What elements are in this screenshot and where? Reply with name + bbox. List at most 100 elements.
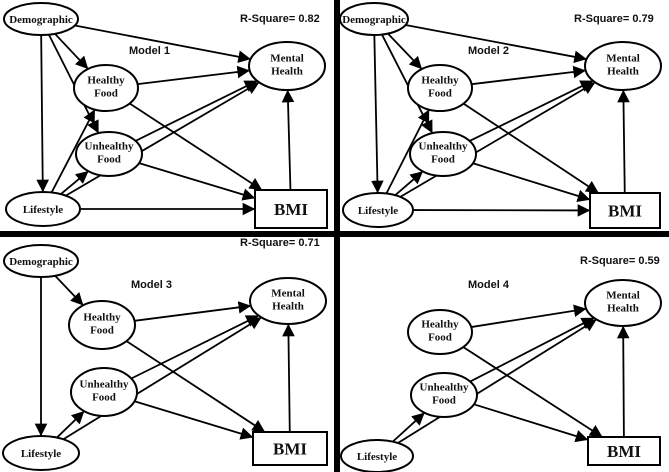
node-healthy-food-shape bbox=[73, 64, 139, 112]
model-title: Model 1 bbox=[129, 45, 170, 57]
arrow-healthy-food-to-bmi bbox=[463, 102, 599, 194]
node-mental-health-label: Mental bbox=[606, 53, 640, 65]
node-lifestyle-label: Lifestyle bbox=[23, 204, 63, 216]
arrow-demographic-to-lifestyle bbox=[371, 34, 384, 194]
node-bmi-label: BMI bbox=[274, 200, 308, 219]
node-unhealthy-food-shape bbox=[75, 131, 143, 177]
node-mental-health-shape bbox=[584, 41, 662, 91]
node-bmi: BMI bbox=[587, 436, 661, 466]
node-healthy-food-shape bbox=[68, 300, 136, 350]
arrow-healthy-food-to-bmi bbox=[462, 346, 603, 438]
arrow-healthy-food-to-mental-health bbox=[471, 65, 586, 86]
node-healthy-food-label: Food bbox=[90, 325, 114, 337]
node-demographic: Demographic bbox=[3, 2, 79, 36]
arrow-lifestyle-to-healthy-food bbox=[385, 109, 430, 194]
arrow-healthy-food-to-bmi bbox=[129, 102, 263, 191]
arrow-demographic-to-mental-health bbox=[405, 24, 587, 64]
node-healthy-food-label: Healthy bbox=[421, 75, 459, 87]
node-unhealthy-food-shape bbox=[410, 372, 478, 418]
arrow-lifestyle-to-unhealthy-food bbox=[392, 412, 425, 443]
arrow-demographic-to-mental-health bbox=[74, 24, 251, 63]
node-lifestyle: Lifestyle bbox=[5, 191, 81, 227]
arrow-unhealthy-food-to-bmi bbox=[473, 403, 589, 443]
node-bmi-box bbox=[254, 189, 328, 229]
node-mental-health-shape bbox=[249, 277, 327, 325]
arrow-unhealthy-food-to-mental-health bbox=[469, 80, 594, 142]
node-lifestyle-shape bbox=[2, 435, 80, 471]
node-healthy-food-label: Healthy bbox=[83, 312, 121, 324]
arrow-lifestyle-to-unhealthy-food bbox=[60, 171, 89, 195]
arrow-unhealthy-food-to-bmi bbox=[138, 162, 256, 201]
r-square-label: R-Square= 0.71 bbox=[240, 237, 320, 249]
edge-group bbox=[36, 24, 295, 216]
r-square-label: R-Square= 0.79 bbox=[574, 13, 654, 25]
node-unhealthy-food-label: Food bbox=[92, 392, 116, 404]
node-unhealthy-food-label: Food bbox=[97, 154, 121, 166]
arrow-bmi-to-mental-health bbox=[617, 89, 630, 194]
node-unhealthy-food-label: Food bbox=[431, 154, 455, 166]
node-mental-health-label: Mental bbox=[270, 53, 304, 65]
arrow-unhealthy-food-to-mental-health bbox=[469, 317, 595, 383]
model-panel-2: DemographicHealthyFoodUnhealthyFoodMenta… bbox=[339, 2, 662, 229]
node-bmi-label: BMI bbox=[607, 442, 641, 461]
arrow-unhealthy-food-to-mental-health bbox=[130, 315, 259, 380]
node-healthy-food-shape bbox=[407, 309, 473, 355]
node-demographic: Demographic bbox=[339, 2, 409, 36]
node-mental-health-shape bbox=[248, 41, 326, 91]
node-lifestyle-label: Lifestyle bbox=[357, 451, 397, 463]
node-unhealthy-food-label: Unhealthy bbox=[85, 141, 134, 153]
edge-group bbox=[34, 275, 295, 441]
arrow-bmi-to-mental-health bbox=[616, 325, 630, 438]
node-healthy-food-shape bbox=[407, 64, 473, 112]
arrow-healthy-food-to-bmi bbox=[125, 340, 266, 433]
arrow-lifestyle-to-unhealthy-food bbox=[394, 171, 424, 196]
node-lifestyle: Lifestyle bbox=[340, 439, 414, 472]
node-lifestyle-shape bbox=[342, 192, 414, 228]
model-title: Model 2 bbox=[468, 45, 509, 57]
node-unhealthy-food-label: Food bbox=[432, 395, 456, 407]
model-panel-4: HealthyFoodUnhealthyFoodMentalHealthLife… bbox=[340, 255, 662, 472]
node-bmi: BMI bbox=[254, 189, 328, 229]
node-lifestyle: Lifestyle bbox=[342, 192, 414, 228]
arrow-lifestyle-to-healthy-food bbox=[50, 109, 96, 193]
node-bmi-box bbox=[587, 436, 661, 466]
node-bmi: BMI bbox=[589, 192, 661, 229]
arrow-demographic-to-healthy-food bbox=[54, 275, 84, 306]
model-panel-3: DemographicHealthyFoodUnhealthyFoodMenta… bbox=[2, 237, 328, 471]
node-bmi-label: BMI bbox=[608, 201, 642, 220]
edge-group bbox=[371, 24, 630, 217]
r-square-label: R-Square= 0.59 bbox=[580, 255, 660, 267]
node-lifestyle-label: Lifestyle bbox=[21, 448, 61, 460]
node-unhealthy-food-shape bbox=[70, 367, 138, 417]
arrow-demographic-to-lifestyle bbox=[36, 34, 49, 193]
arrow-bmi-to-mental-health bbox=[281, 89, 295, 191]
arrow-unhealthy-food-to-bmi bbox=[472, 162, 591, 202]
node-healthy-food-label: Healthy bbox=[87, 75, 125, 87]
node-healthy-food-label: Food bbox=[94, 88, 118, 100]
node-unhealthy-food-shape bbox=[409, 131, 477, 177]
node-mental-health-label: Health bbox=[607, 303, 639, 315]
model-title: Model 4 bbox=[468, 279, 510, 291]
node-mental-health-label: Health bbox=[272, 301, 304, 313]
arrow-healthy-food-to-mental-health bbox=[134, 301, 252, 322]
node-demographic: Demographic bbox=[3, 244, 79, 278]
node-lifestyle-shape bbox=[340, 439, 414, 472]
arrow-healthy-food-to-mental-health bbox=[137, 65, 250, 86]
arrow-unhealthy-food-to-bmi bbox=[134, 400, 254, 440]
node-healthy-food-label: Food bbox=[428, 88, 452, 100]
model-title: Model 3 bbox=[131, 279, 172, 291]
node-mental-health-shape bbox=[584, 279, 662, 327]
node-unhealthy-food-label: Unhealthy bbox=[419, 141, 468, 153]
node-bmi: BMI bbox=[252, 431, 328, 466]
arrow-unhealthy-food-to-mental-health bbox=[135, 80, 258, 142]
node-healthy-food-label: Healthy bbox=[421, 319, 459, 331]
node-demographic-shape bbox=[3, 2, 79, 36]
arrow-lifestyle-to-mental-health bbox=[397, 319, 597, 444]
